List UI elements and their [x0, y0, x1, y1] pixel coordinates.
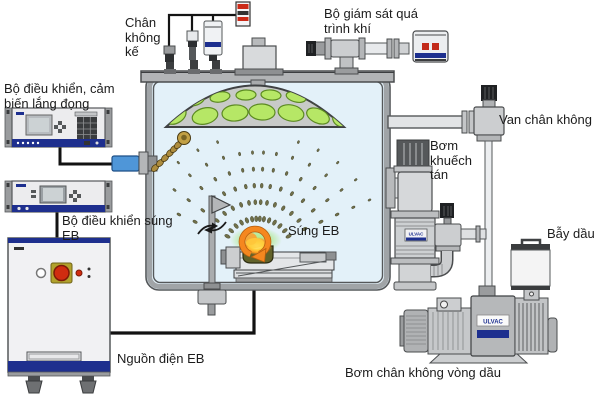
- label-vacuum-gauge: Chân không kế: [125, 15, 161, 60]
- deposition-controller-unit: [4, 107, 113, 148]
- thickness-sensor-arm: [111, 131, 191, 175]
- label-eb-power: Nguồn điện EB: [117, 351, 205, 366]
- label-rotary-pump: Bơm chân không vòng dầu: [345, 365, 501, 380]
- caster-foot: [25, 380, 43, 394]
- shutter-flag: [211, 195, 232, 214]
- numeric-keypad: [77, 117, 97, 139]
- emergency-stop-button: [53, 264, 70, 282]
- vacuum-gauge-sensors: [163, 20, 223, 74]
- rotary-pump-device: ULVAC: [399, 285, 558, 364]
- roughing-line-down: [484, 140, 493, 292]
- label-diffusion-pump: Bơm khuếch tán: [430, 138, 472, 183]
- label-oil-trap: Bẫy dầu: [547, 226, 595, 241]
- gauge-stem: [166, 60, 174, 73]
- shutter-assembly: [197, 195, 232, 316]
- pump-baffle-fins: [396, 139, 430, 168]
- label-gun-controller: Bộ điều khiển súng EB: [62, 213, 173, 243]
- label-eb-gun: Súng EB: [288, 223, 340, 238]
- gauge-wiring: [167, 13, 236, 48]
- monitor-knob: [306, 41, 316, 56]
- cabinet-handle: [26, 351, 82, 362]
- diffusion-pump-device: ULVAC: [385, 139, 440, 291]
- rotation-motor: [234, 37, 284, 76]
- caster-foot: [79, 380, 97, 394]
- foreline-valve: [431, 203, 487, 278]
- electron-beam-arrow: [238, 225, 272, 263]
- pirani-sensor: [163, 45, 176, 55]
- roughing-pipe: [387, 110, 475, 134]
- eb-power-supply-cabinet: [7, 237, 111, 394]
- oil-trap-device: [510, 238, 551, 301]
- power-indicator: [35, 267, 47, 279]
- gauge-display-unit: [235, 1, 251, 27]
- ulvac-logo-text: ULVAC: [409, 232, 425, 237]
- shutter-feedthrough: [197, 289, 227, 305]
- mid-sensor: [186, 30, 199, 42]
- eb-gun-assembly: [220, 225, 337, 283]
- gun-controller-unit: [4, 180, 113, 213]
- sensor-connector: [111, 155, 140, 172]
- gas-process-monitor-device: [306, 30, 449, 75]
- label-vacuum-valve: Van chân không: [499, 112, 592, 127]
- gold-coil: [151, 141, 182, 172]
- label-gas-monitor: Bộ giám sát quá trình khí: [324, 6, 418, 36]
- sensor-cable: [58, 147, 112, 166]
- ulvac-logo-text: ULVAC: [483, 320, 503, 326]
- label-deposition-controller: Bộ điều khiển, cảm biến lắng đọng: [4, 81, 115, 111]
